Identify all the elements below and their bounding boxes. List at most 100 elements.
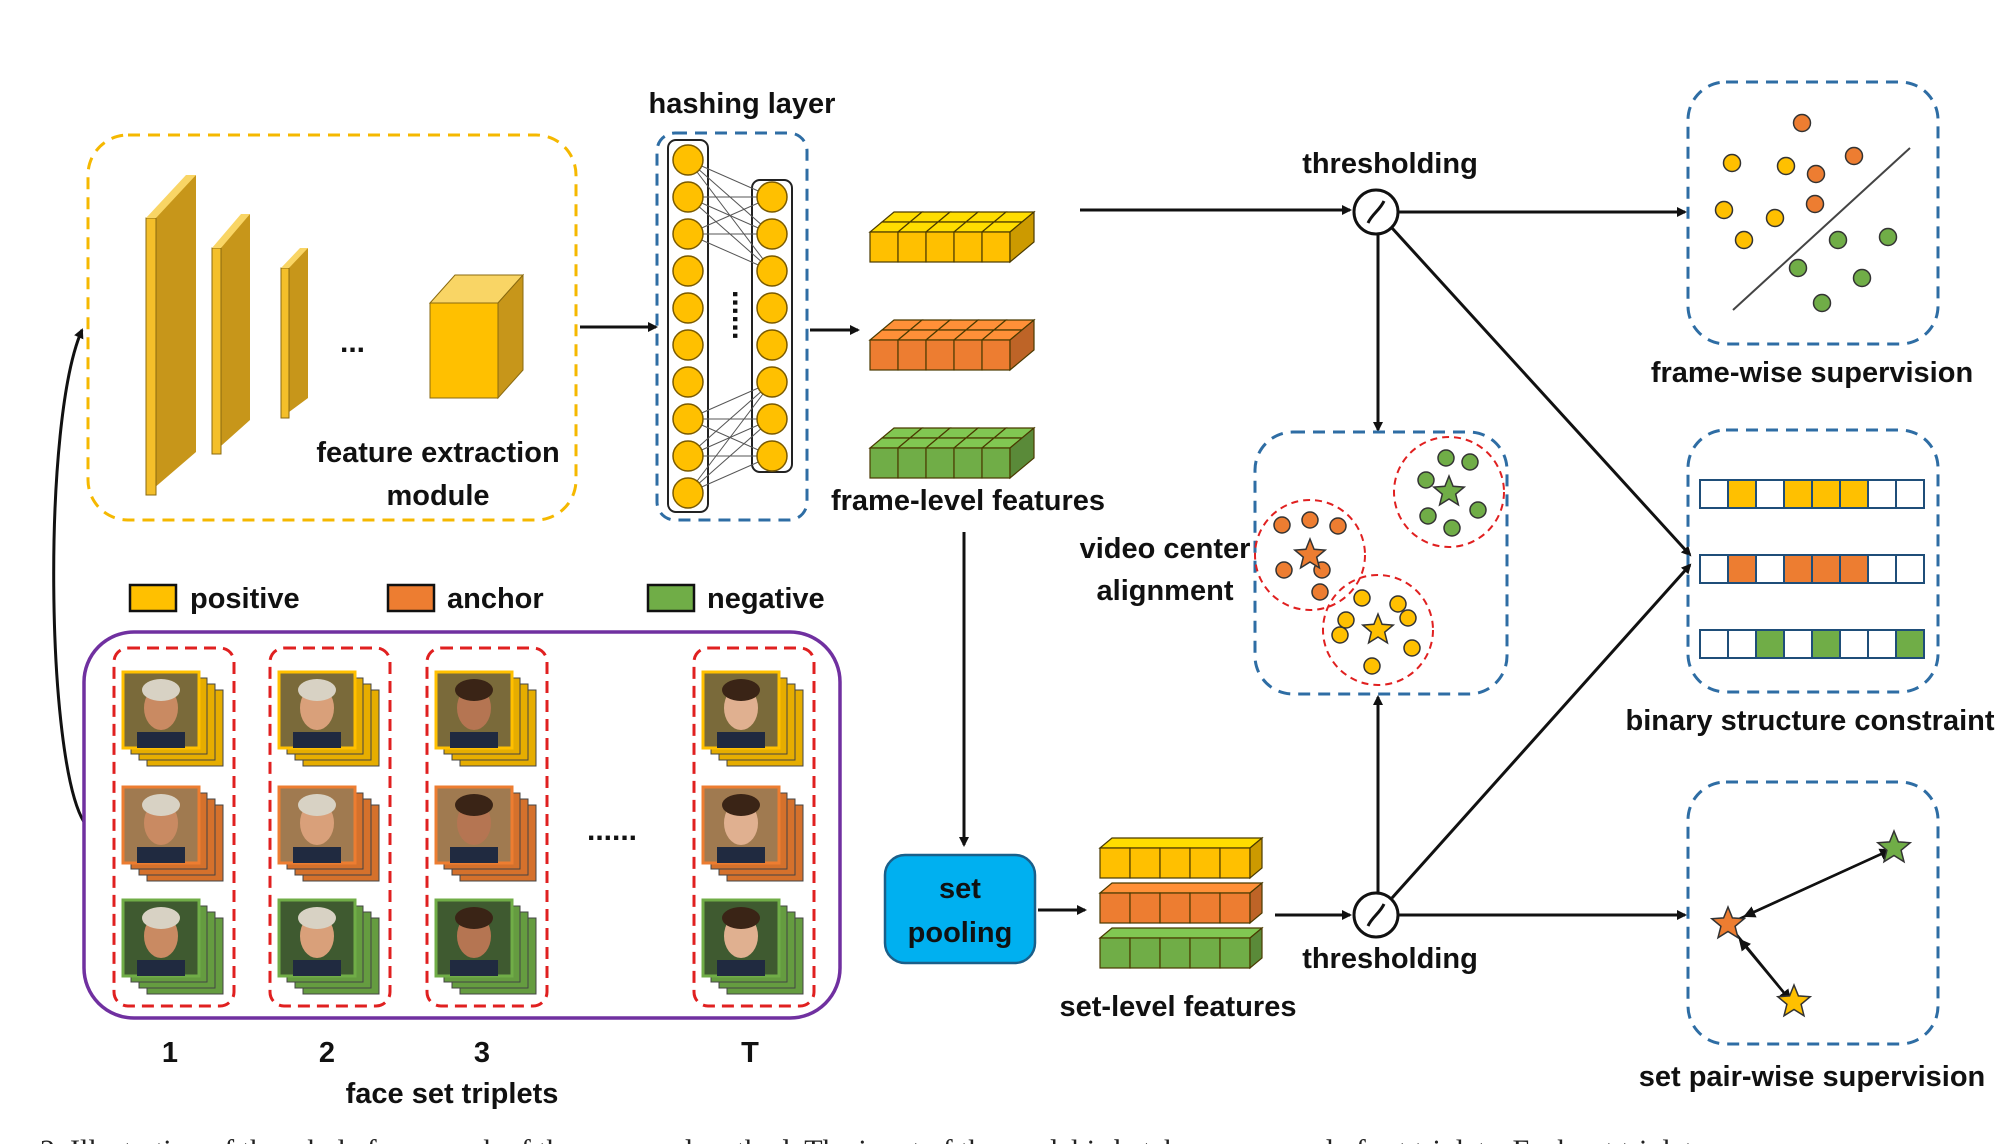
frame-wise-point	[1788, 258, 1808, 278]
frame-wise-box	[1686, 80, 1940, 346]
binary-bit	[1783, 554, 1813, 584]
feature-cell-front	[925, 339, 955, 371]
frame-wise-point	[1722, 153, 1742, 173]
hashing-input-node	[672, 477, 704, 509]
set-pooling-box	[883, 853, 1037, 965]
face-set-triplets-box	[82, 630, 842, 1020]
binary-bit	[1839, 629, 1869, 659]
anchor-star	[1709, 904, 1747, 940]
hashing-output-node	[756, 292, 788, 324]
set-bar-side	[1249, 926, 1263, 970]
feature-cell-front	[981, 339, 1011, 371]
feature-cell-side	[1009, 426, 1035, 480]
cluster-point	[1461, 453, 1479, 471]
feature-extraction-module-box	[86, 133, 578, 522]
feature-cell-side	[1009, 210, 1035, 264]
frame-wise-point	[1776, 156, 1796, 176]
set-bar-cell	[1099, 937, 1131, 969]
cluster-point	[1311, 583, 1329, 601]
frame-wise-point	[1792, 113, 1812, 133]
hair-shape	[142, 679, 180, 701]
binary-bit	[1839, 479, 1869, 509]
thresholding-top-label: thresholding	[1302, 148, 1478, 180]
binary-bit	[1839, 554, 1869, 584]
video-center-clusters	[1254, 436, 1505, 686]
binary-bit	[1699, 629, 1729, 659]
set-level-features-label: set-level features	[1060, 991, 1297, 1023]
set-bar-cell	[1219, 892, 1251, 924]
hair-shape	[455, 794, 493, 816]
cluster-point	[1399, 609, 1417, 627]
legend-negative-label: negative	[707, 583, 825, 615]
binary-bit	[1699, 479, 1729, 509]
cluster-point	[1353, 589, 1371, 607]
binary-bit	[1783, 479, 1813, 509]
hair-shape	[298, 794, 336, 816]
hair-shape	[722, 907, 760, 929]
shoulders-shape	[717, 732, 765, 748]
frame-wise-point	[1878, 227, 1898, 247]
binary-bit	[1895, 554, 1925, 584]
input-loop-arrow	[52, 328, 86, 823]
cluster-point	[1403, 639, 1421, 657]
binary-bit	[1755, 479, 1785, 509]
set-bar-cell	[1099, 847, 1131, 879]
arrow-threshold-to-binary-bottom	[1390, 563, 1692, 900]
hair-shape	[142, 907, 180, 929]
set-bar-cell	[1219, 847, 1251, 879]
legend-positive-label: positive	[190, 583, 300, 615]
triplet-sets	[112, 646, 816, 1008]
feature-extraction-label-2: module	[386, 480, 489, 512]
frame-feature-anchor	[868, 318, 1036, 372]
binary-code-rows	[1699, 479, 1925, 659]
binary-bit	[1895, 479, 1925, 509]
feature-cell-front	[953, 447, 983, 479]
feature-cell-front	[869, 339, 899, 371]
shoulders-shape	[137, 847, 185, 863]
cluster-boundary	[1322, 574, 1434, 686]
shoulders-shape	[293, 847, 341, 863]
cluster-point	[1419, 507, 1437, 525]
triplet-set-outline	[692, 646, 816, 1008]
triplet-number-2: 2	[319, 1037, 335, 1069]
hashing-output-node	[756, 403, 788, 435]
set-bar-top	[1098, 882, 1264, 894]
hair-shape	[722, 794, 760, 816]
binary-bit	[1727, 554, 1757, 584]
shoulders-shape	[717, 847, 765, 863]
triplet-number-1: 1	[162, 1037, 178, 1069]
frame-level-features-label: frame-level features	[831, 485, 1105, 517]
triplet-ellipsis: ......	[587, 814, 637, 847]
feature-cell-front	[953, 231, 983, 263]
hair-shape	[142, 794, 180, 816]
cnn-layer-2	[211, 214, 250, 455]
frame-wise-point	[1714, 200, 1734, 220]
shoulders-shape	[450, 847, 498, 863]
hashing-input-node	[672, 329, 704, 361]
binary-bit	[1755, 629, 1785, 659]
frame-wise-point	[1734, 230, 1754, 250]
hashing-ellipsis: ......	[726, 290, 759, 340]
legend-positive: positive	[128, 583, 300, 615]
pair-arrow-positive-anchor	[1738, 938, 1791, 1001]
feature-cell-front	[869, 447, 899, 479]
face-set-triplets-label: face set triplets	[346, 1078, 559, 1110]
hashing-input-column	[667, 139, 709, 513]
frame-wise-points	[1714, 113, 1898, 313]
feature-cell-front	[953, 339, 983, 371]
triplet-number-3: 3	[474, 1037, 490, 1069]
video-center-label-2: alignment	[1097, 575, 1234, 607]
shoulders-shape	[450, 732, 498, 748]
frame-wise-point	[1852, 268, 1872, 288]
set-bar-cell	[1129, 937, 1161, 969]
binary-bit	[1867, 479, 1897, 509]
hashing-nodes	[672, 144, 788, 509]
cluster-point	[1275, 561, 1293, 579]
cluster-point	[1443, 519, 1461, 537]
legend-anchor-label: anchor	[447, 583, 544, 615]
binary-bit	[1811, 554, 1841, 584]
triplet-set-outline	[112, 646, 236, 1008]
cnn-layer-3	[280, 248, 308, 419]
cluster-boundary	[1254, 499, 1366, 611]
